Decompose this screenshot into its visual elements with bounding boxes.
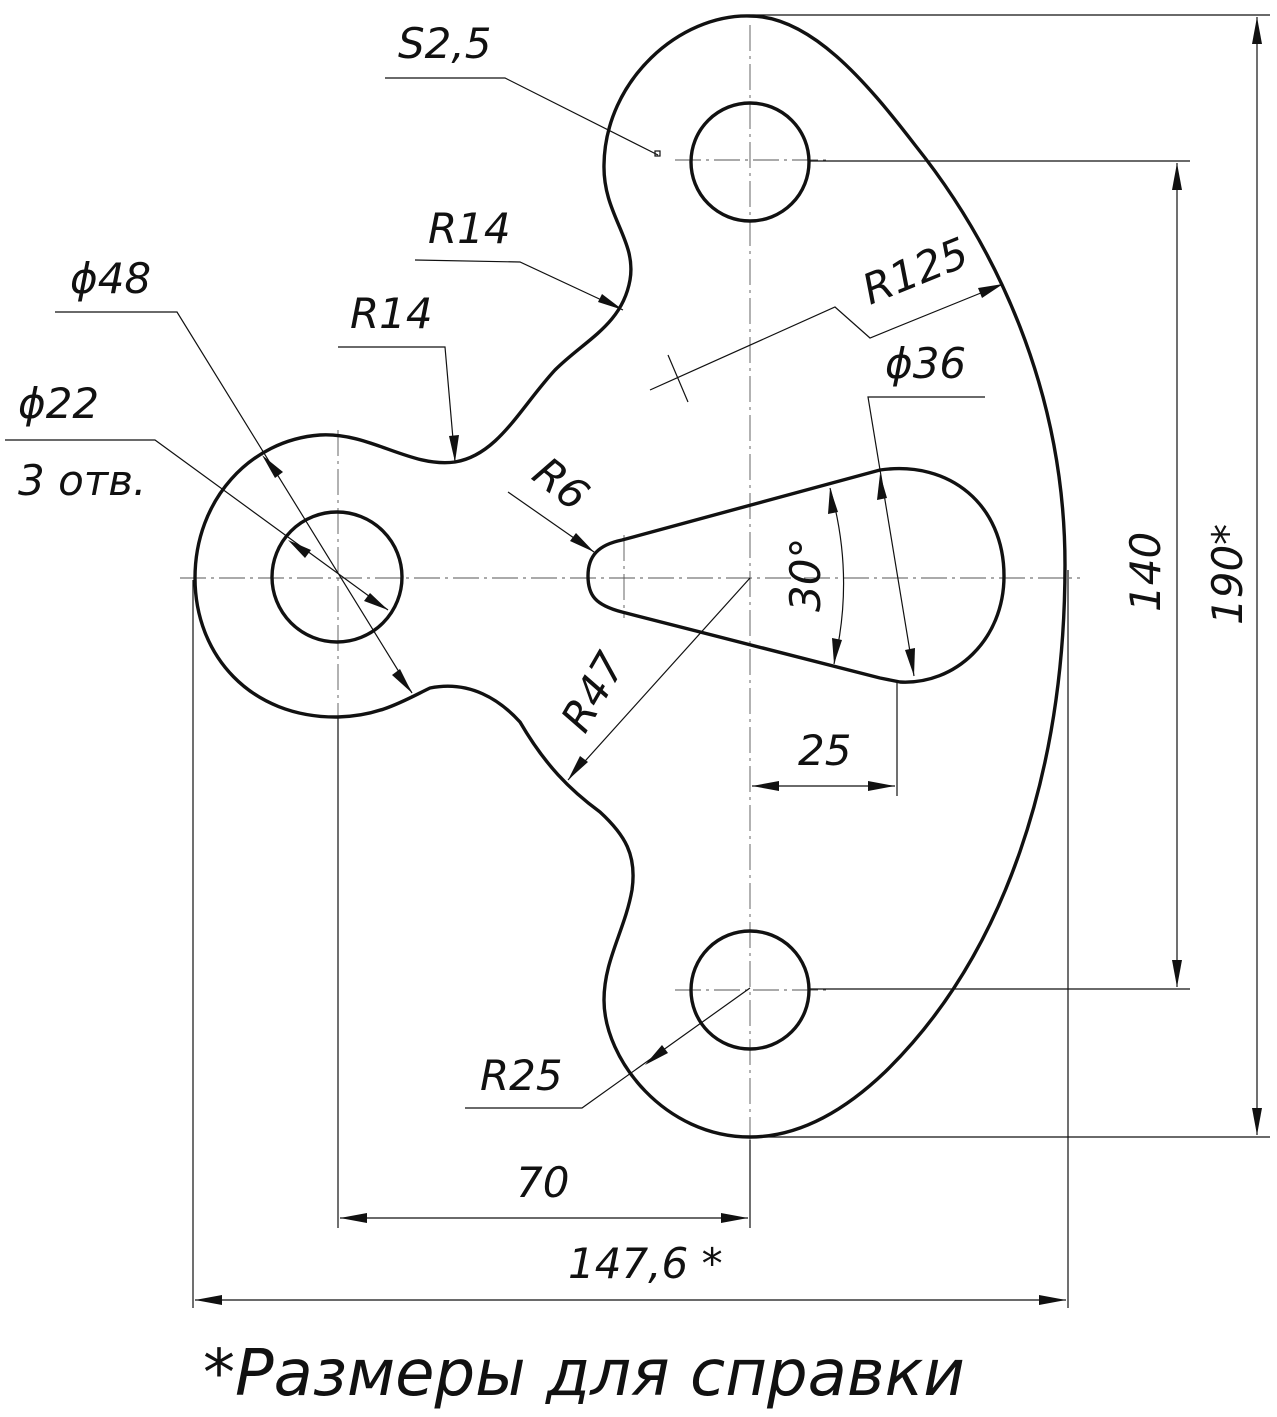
end-radius-label: R25 — [480, 1051, 563, 1100]
hole-count-label: 3 отв. — [18, 456, 146, 505]
extension-lines — [192, 14, 1270, 1308]
inner-radius-label: R47 — [551, 644, 635, 740]
slot-end-radius-label: R6 — [524, 447, 598, 520]
slot-angle-label: 30° — [781, 538, 830, 612]
outer-radius-label: R125 — [855, 228, 975, 314]
slot-diameter-label: ϕ36 — [885, 339, 966, 388]
teardrop-slot — [586, 467, 1006, 684]
center-lines — [180, 25, 1080, 1150]
fillet-upper-label: R14 — [428, 204, 511, 253]
fillet-left-label: R14 — [350, 289, 433, 338]
dimension-labels: S2,5 R14 R14 ϕ48 ϕ22 3 отв. R125 ϕ36 R6 … — [18, 19, 1252, 1288]
slot-offset-label: 25 — [798, 726, 851, 775]
bottom-hole — [689, 929, 811, 1051]
total-width-label: 147,6 * — [568, 1239, 723, 1288]
top-hole — [689, 101, 811, 223]
left-hole — [270, 510, 404, 644]
hole-offset-label: 70 — [516, 1158, 569, 1207]
hole-spacing-label: 140 — [1121, 532, 1170, 612]
boss-diameter-label: ϕ48 — [70, 254, 151, 303]
part-outline — [193, 14, 1067, 1139]
total-height-label: 190* — [1203, 524, 1252, 625]
reference-note: *Размеры для справки — [203, 1337, 965, 1411]
thickness-label: S2,5 — [398, 19, 491, 68]
hole-diameter-label: ϕ22 — [18, 379, 99, 428]
dimension-lines — [5, 17, 1262, 1305]
outer-contour — [193, 14, 1067, 1139]
